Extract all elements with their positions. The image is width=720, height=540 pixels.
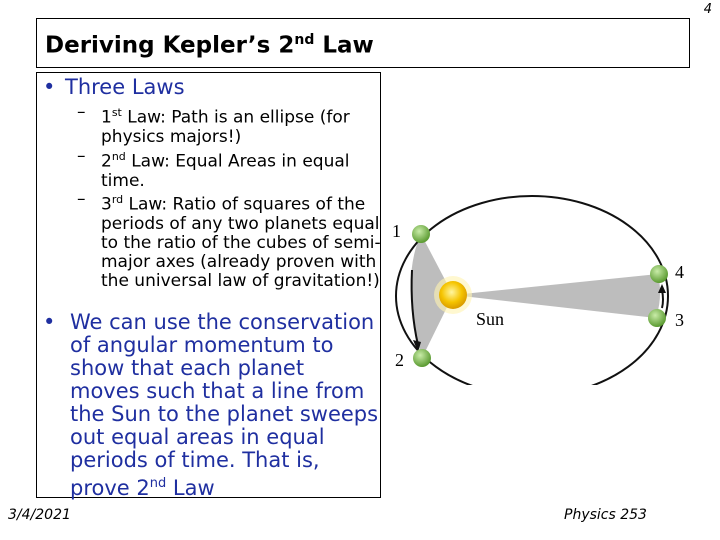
- dash: –: [77, 102, 86, 122]
- swept-area-left: [410, 234, 453, 358]
- sun-label: Sun: [476, 309, 504, 329]
- footer-date: 3/4/2021: [8, 507, 71, 523]
- point-label-3: 3: [675, 310, 684, 330]
- arrow-right-head: [658, 284, 666, 293]
- content-frame: •Three Laws – 1st Law: Path is an ellips…: [36, 72, 381, 500]
- slide-title: Deriving Kepler’s 2nd Law: [45, 32, 374, 59]
- swept-area-right: [453, 274, 661, 318]
- planet-4: [650, 265, 668, 283]
- arrow-left-head: [413, 340, 421, 352]
- bullet-three-laws: •Three Laws: [43, 75, 185, 99]
- kepler-orbit-diagram: Sun 1 2 3 4: [392, 195, 684, 385]
- bullet-angular-momentum: • We can use the conservation of angular…: [43, 310, 379, 500]
- planet-1: [412, 225, 430, 243]
- sun-icon: [439, 281, 467, 309]
- point-label-4: 4: [675, 262, 684, 282]
- point-label-1: 1: [392, 221, 401, 241]
- dash: –: [77, 146, 86, 166]
- title-frame: Deriving Kepler’s 2nd Law: [36, 18, 690, 68]
- point-label-2: 2: [395, 350, 404, 370]
- dash: –: [77, 189, 86, 209]
- planet-2: [413, 349, 431, 367]
- orbit-ellipse: [395, 195, 669, 385]
- footer-course: Physics 253: [564, 507, 647, 523]
- arrow-left: [410, 269, 419, 346]
- slide-number: 4: [703, 2, 712, 17]
- bullet-dot: •: [43, 310, 56, 334]
- planet-3: [648, 309, 666, 327]
- bullet-dot: •: [43, 75, 56, 99]
